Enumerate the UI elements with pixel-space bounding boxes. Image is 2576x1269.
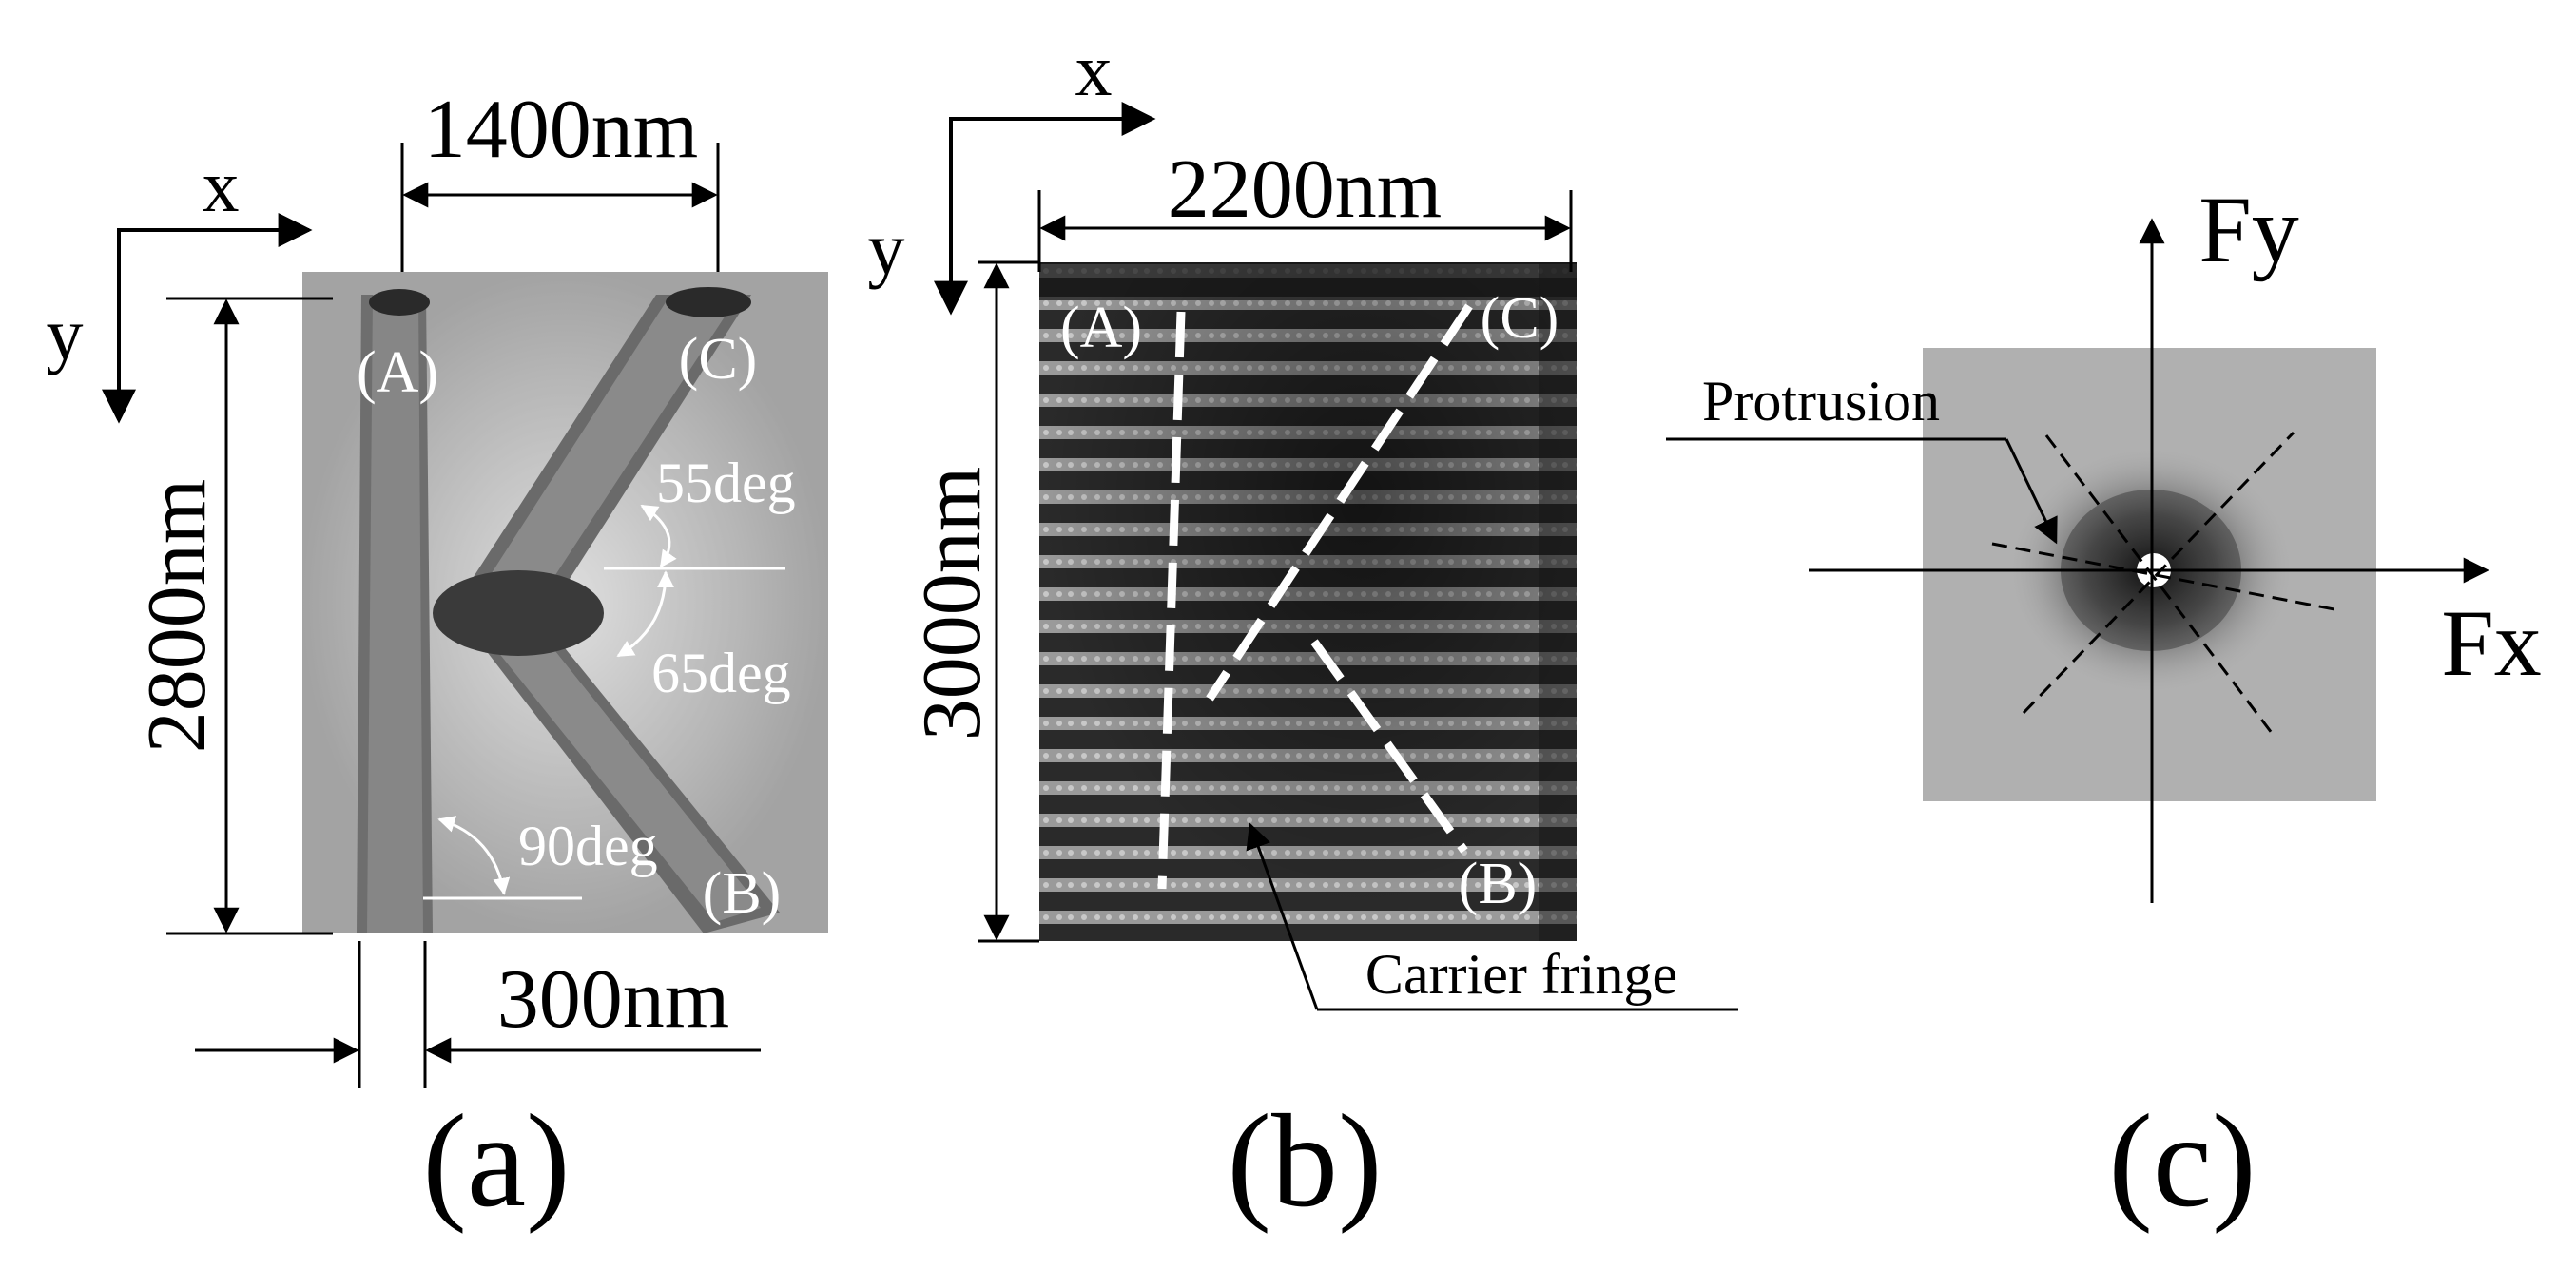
panel-b-label-a: (A) <box>1060 296 1142 360</box>
panel-b-caption: (b) <box>1227 1087 1382 1235</box>
panel-b-callout-label: Carrier fringe <box>1365 943 1677 1006</box>
panel-b-dashed-line-c <box>1206 303 1473 702</box>
panel-a-angle-1-arc <box>640 504 677 568</box>
panel-a-height-label: 2800nm <box>131 479 223 753</box>
panel-c-callout-pointer <box>2005 438 2058 545</box>
panel-a-axis-y-label: y <box>47 293 84 375</box>
panel-a-caption: (a) <box>422 1087 570 1235</box>
panel-a-bar-label: 300nm <box>497 953 729 1046</box>
panel-a: x y 1400nm 2800nm 300nm (A) (C) (B) 55de… <box>47 84 828 1235</box>
panel-b-dashed-line-a <box>1157 311 1186 890</box>
panel-b-axis-y-label: y <box>868 207 905 290</box>
panel-a-micrograph <box>302 272 828 933</box>
panel-a-angle-2-arc <box>616 570 674 658</box>
panel-a-angle-3-label: 90deg <box>518 815 658 877</box>
panel-b: (A) (C) (B) x y 2200nm 3000nm Carrier fr… <box>868 29 1738 1235</box>
panel-a-width-label: 1400nm <box>424 84 698 176</box>
panel-b-width-label: 2200nm <box>1168 144 1442 236</box>
panel-a-angle-2-label: 65deg <box>651 642 791 704</box>
panel-a-angle-3-arc <box>437 816 511 895</box>
panel-c: Fx Fy Protrusion (c) <box>1666 177 2542 1235</box>
panel-b-axis-x-label: x <box>1075 29 1113 111</box>
panel-c-spectrum-image <box>1923 348 2376 801</box>
panel-b-label-c: (C) <box>1481 286 1559 351</box>
panel-b-fringe-image <box>1039 262 1577 941</box>
panel-c-dashed-line-3 <box>1991 542 2340 612</box>
panel-c-dashed-line-1 <box>2044 434 2276 738</box>
panel-b-callout-pointer <box>1246 822 1319 1010</box>
panel-a-label-c: (C) <box>679 327 758 392</box>
panel-a-label-b: (B) <box>703 861 782 926</box>
panel-c-axis-fx-label: Fx <box>2441 590 2542 696</box>
panel-a-axis-x-label: x <box>203 144 240 227</box>
panel-b-height-label: 3000nm <box>906 467 998 740</box>
panel-b-label-b: (B) <box>1459 852 1538 916</box>
panel-a-angle-1-label: 55deg <box>656 452 796 514</box>
panel-c-callout-label: Protrusion <box>1702 370 1940 433</box>
panel-c-caption: (c) <box>2108 1087 2256 1235</box>
panel-a-label-a: (A) <box>357 340 438 405</box>
panel-b-dashed-line-b <box>1310 639 1468 854</box>
panel-c-dashed-line-2 <box>2022 431 2295 715</box>
panel-c-axis-fy-label: Fy <box>2198 177 2299 282</box>
